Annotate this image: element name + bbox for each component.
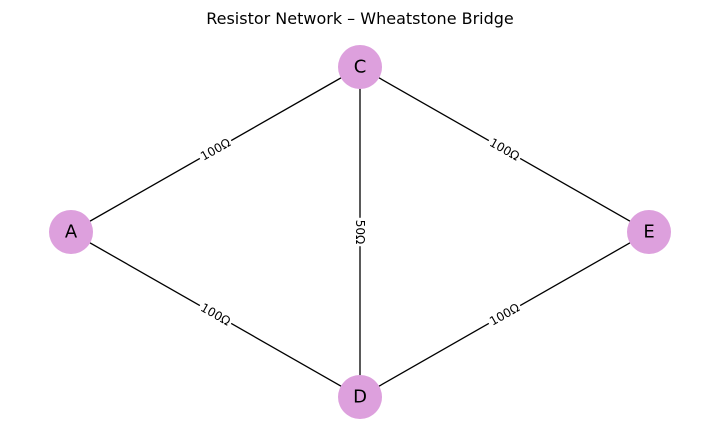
node-D: D	[338, 375, 382, 419]
node-circle	[49, 210, 93, 254]
edge-resistance-label: 100Ω	[487, 300, 522, 328]
edge-label-background	[352, 217, 368, 247]
node-circle	[627, 210, 671, 254]
edge-label-background	[195, 133, 236, 166]
node-label: A	[65, 222, 78, 243]
edge-label-group: 100Ω	[195, 298, 236, 331]
edge-resistance-label: 100Ω	[487, 135, 522, 163]
edge-resistance-label: 50Ω	[353, 220, 367, 244]
edge-label-group: 100Ω	[484, 298, 525, 331]
edge-label-background	[195, 298, 236, 331]
node-label: E	[643, 222, 654, 243]
edge-resistance-label: 100Ω	[198, 300, 233, 328]
node-circle	[338, 375, 382, 419]
node-label: C	[354, 57, 367, 78]
edge-label-background	[484, 298, 525, 331]
node-A: A	[49, 210, 93, 254]
node-label: D	[353, 387, 367, 408]
node-C: C	[338, 45, 382, 89]
edge-label-group: 100Ω	[195, 133, 236, 166]
edge-label-background	[484, 133, 525, 166]
edge-D-E: 100Ω	[359, 231, 650, 398]
edge-A-C: 100Ω	[70, 66, 361, 233]
nodes-layer: A C D E	[49, 45, 671, 419]
node-E: E	[627, 210, 671, 254]
edge-C-D: 50Ω	[352, 67, 368, 397]
edge-label-group: 100Ω	[484, 133, 525, 166]
edge-label-group: 50Ω	[352, 217, 368, 247]
edge-resistance-label: 100Ω	[198, 135, 233, 163]
edge-C-E: 100Ω	[359, 66, 650, 233]
node-circle	[338, 45, 382, 89]
diagram-title: Resistor Network – Wheatstone Bridge	[206, 9, 514, 28]
edge-A-D: 100Ω	[70, 231, 361, 398]
edges-layer: 100Ω 100Ω 50Ω 100Ω 100Ω	[70, 66, 650, 398]
